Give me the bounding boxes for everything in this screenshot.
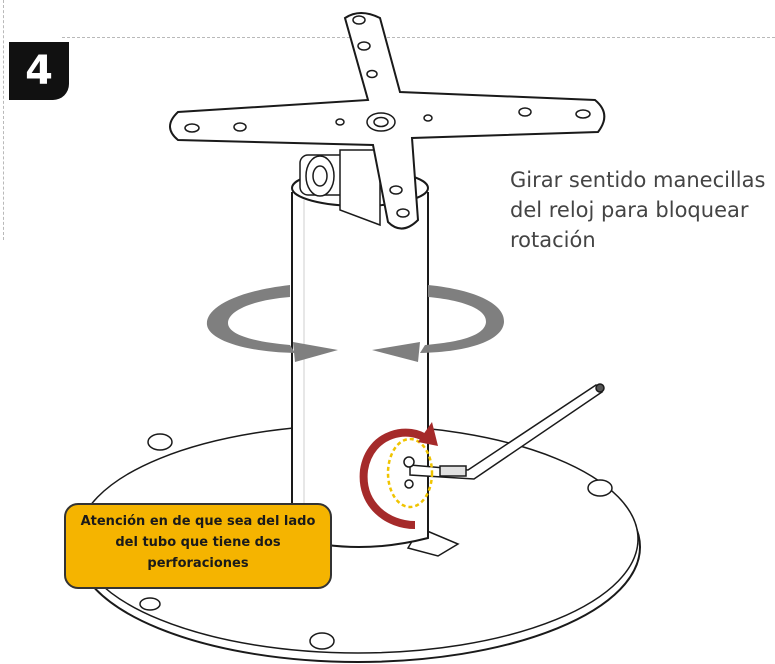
instruction-line: del reloj para bloquear <box>510 198 749 222</box>
attention-callout: Atención en de que sea del lado del tubo… <box>64 503 332 589</box>
clockwise-arrow-icon <box>359 422 438 529</box>
step-number-badge: 4 <box>9 42 69 100</box>
dashed-guide-horizontal <box>62 37 775 38</box>
cross-plate-holes <box>184 15 591 218</box>
attention-line: perforaciones <box>147 556 249 571</box>
instruction-line: rotación <box>510 228 596 252</box>
rotate-ring-icon <box>206 285 505 362</box>
allen-key-icon <box>409 383 605 480</box>
base-plate-holes <box>139 433 613 650</box>
attention-line: Atención en de que sea del lado <box>80 514 316 529</box>
instruction-line: Girar sentido manecillas <box>510 168 766 192</box>
locking-knob <box>299 149 381 227</box>
attention-line: del tubo que tiene dos <box>115 535 281 550</box>
dashed-guide-vertical <box>3 0 4 240</box>
tube-screw-holes <box>386 437 434 509</box>
instruction-text: Girar sentido manecillas del reloj para … <box>510 165 772 255</box>
